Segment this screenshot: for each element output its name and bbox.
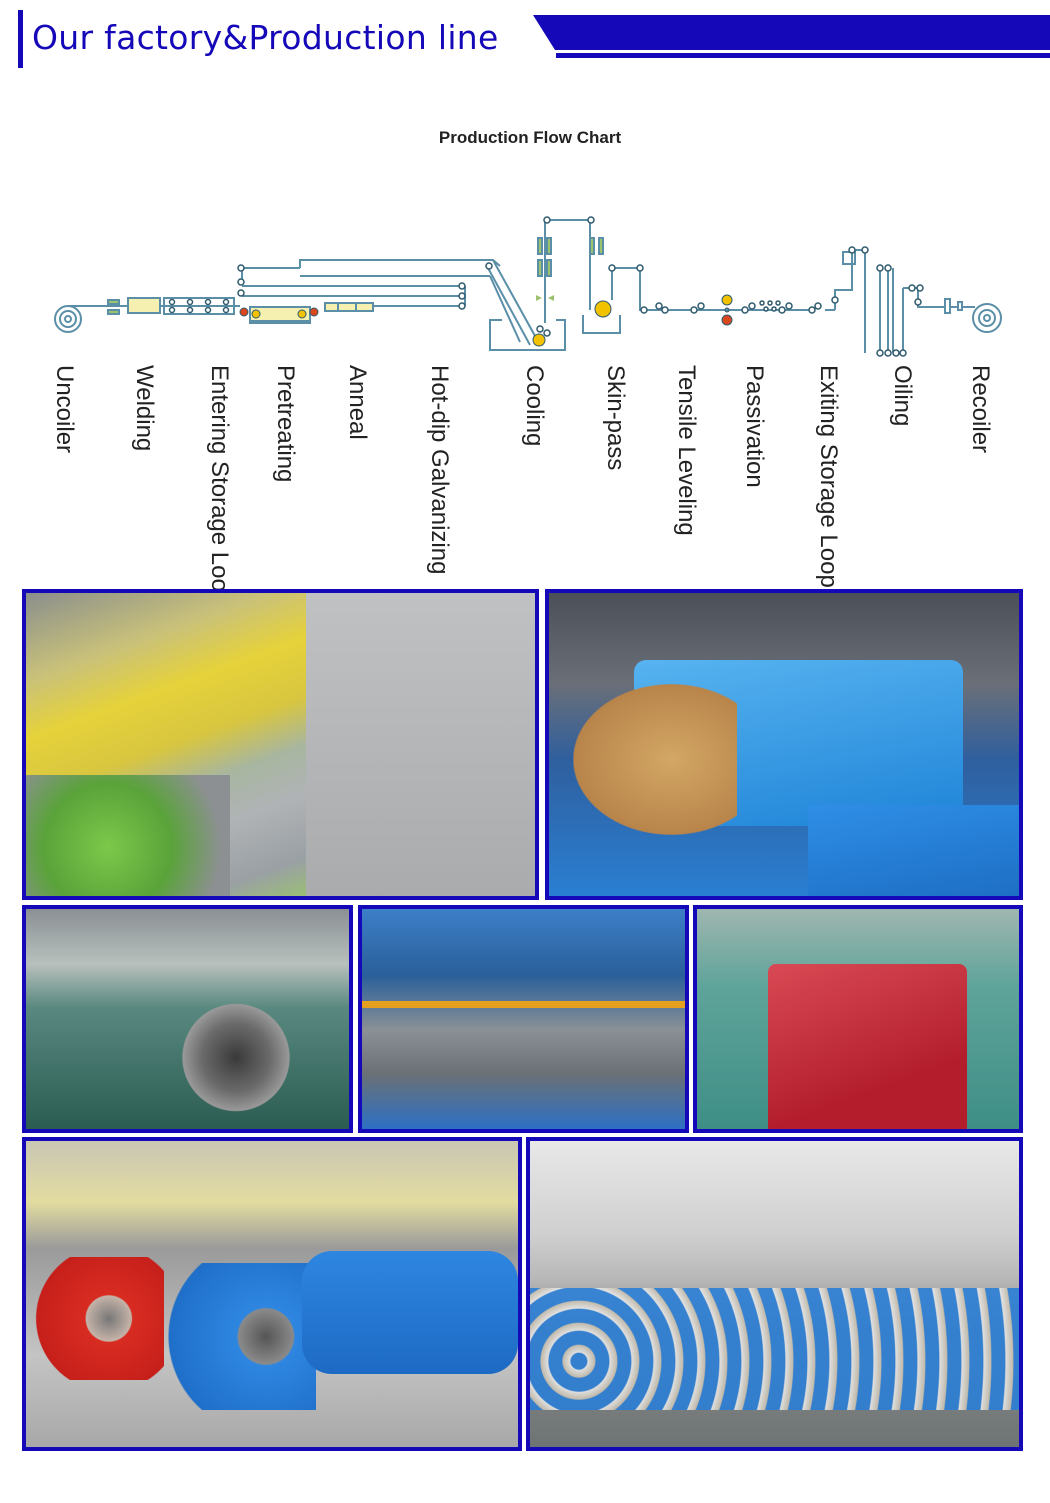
flow-diagram-graphic	[54, 216, 1002, 357]
page-header: Our factory&Production line	[0, 0, 1050, 70]
production-flow-chart: Production Flow Chart	[0, 110, 1050, 605]
photo-blue-coil-rollers	[545, 589, 1023, 900]
photo-blue-steel-structure	[358, 905, 689, 1133]
flow-step-tensile-leveling: Tensile Leveling	[673, 365, 700, 536]
flow-chart-title: Production Flow Chart	[438, 128, 622, 147]
photo-coils-on-stands	[22, 1137, 522, 1451]
header-banner-stripe	[533, 15, 1050, 50]
uncoiler-coil-icon	[54, 305, 82, 333]
flow-step-welding: Welding	[131, 365, 158, 452]
flow-step-skin-pass: Skin-pass	[602, 365, 629, 471]
flow-step-cooling: Cooling	[521, 365, 548, 447]
header-accent-bar	[18, 10, 23, 68]
recoiler-coil-icon	[972, 303, 1002, 333]
flow-step-entering-storage-loop: Entering Storage Loop	[206, 365, 233, 606]
flow-step-exiting-storage-loop: Exiting Storage Loop	[815, 365, 842, 588]
photo-green-coil	[22, 905, 353, 1133]
flow-step-labels: Uncoiler Welding Entering Storage Loop P…	[0, 365, 1050, 605]
flow-step-recoiler: Recoiler	[967, 365, 994, 454]
photo-red-coil	[693, 905, 1023, 1133]
flow-step-oiling: Oiling	[889, 365, 916, 427]
photo-warehouse-coils	[526, 1137, 1023, 1451]
flow-step-anneal: Anneal	[344, 365, 371, 440]
flow-step-pretreating: Pretreating	[272, 365, 299, 483]
header-banner-underline	[556, 53, 1050, 58]
flow-step-hot-dip-galvanizing: Hot-dip Galvanizing	[426, 365, 453, 575]
flow-step-passivation: Passivation	[741, 365, 768, 488]
photo-production-line-overview	[22, 589, 539, 900]
page-title: Our factory&Production line	[32, 18, 499, 57]
flow-step-uncoiler: Uncoiler	[51, 365, 78, 454]
